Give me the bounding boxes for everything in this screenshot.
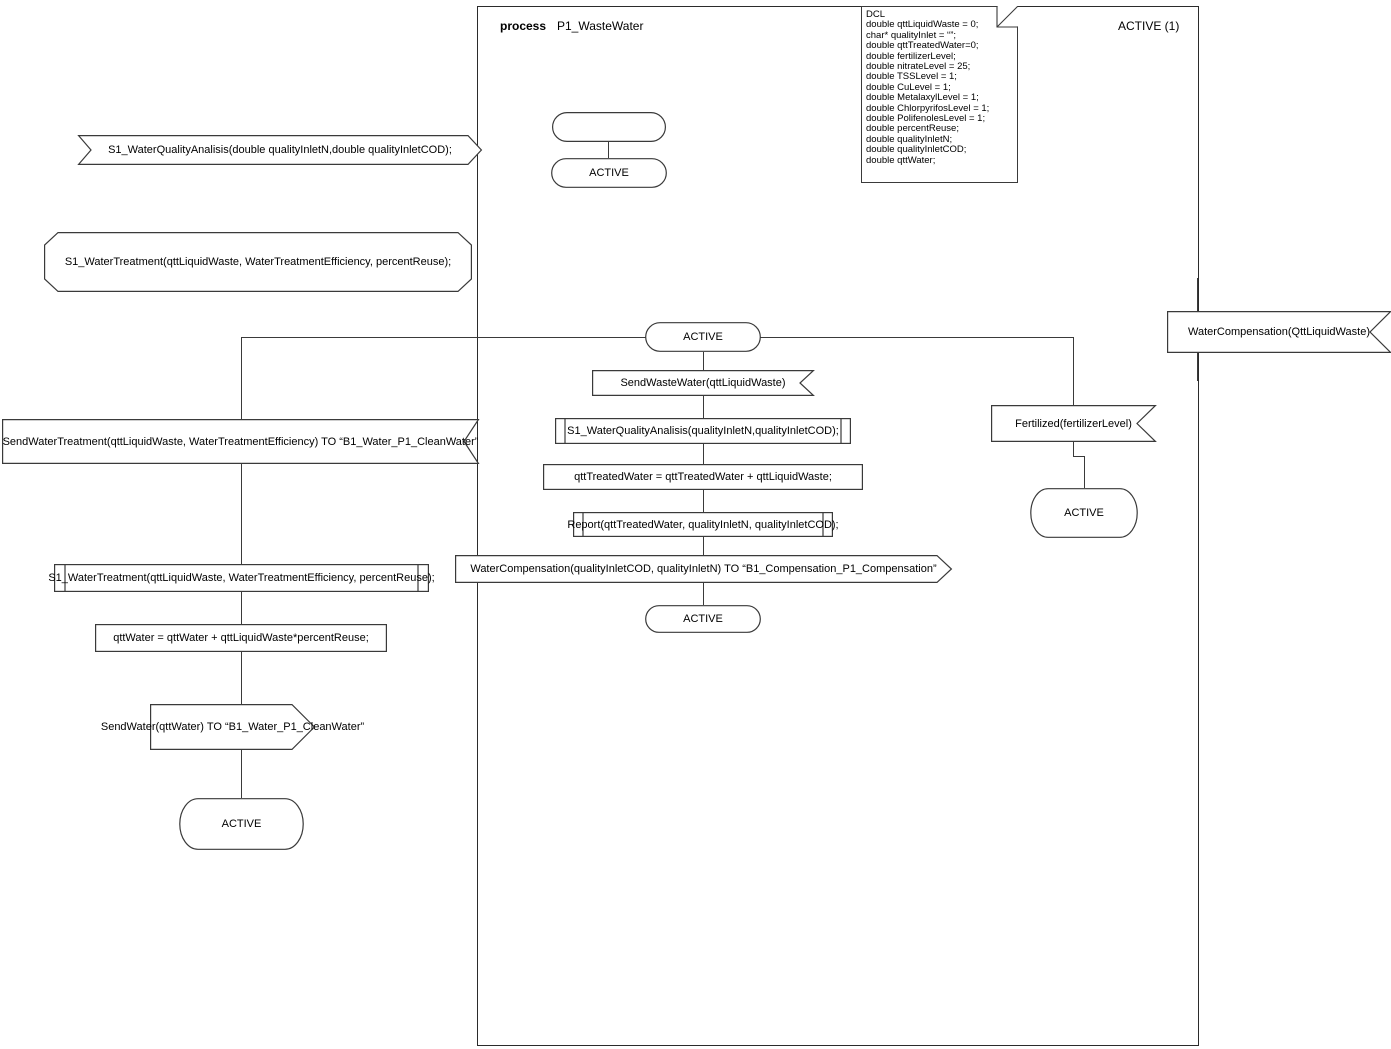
connector-task-to-report <box>703 490 704 512</box>
connector-sendwatertreatment-down <box>241 464 242 564</box>
output-send-water[interactable]: SendWater(qttWater) TO “B1_Water_P1_Clea… <box>101 704 364 750</box>
input-send-waste-water[interactable]: SendWasteWater(qttLiquidWaste) <box>592 370 815 396</box>
connector-task-water-to-output <box>241 652 242 704</box>
output-send-water-treatment[interactable]: SendWaterTreatment(qttLiquidWaste, Water… <box>2 419 480 464</box>
connector-state-center-left <box>241 337 646 338</box>
connector-call-to-task <box>703 444 704 464</box>
call-report[interactable]: Report(qttTreatedWater, qualityInletN, q… <box>567 512 839 537</box>
note-fold-icon <box>996 6 1018 28</box>
output-water-compensation[interactable]: WaterCompensation(qualityInletCOD, quali… <box>455 555 953 583</box>
state-center-bottom[interactable]: ACTIVE <box>645 605 761 633</box>
task-qtt-water[interactable]: qttWater = qttWater + qttLiquidWaste*per… <box>95 624 387 652</box>
connector-call-treatment-to-task <box>241 592 242 624</box>
call-water-treatment[interactable]: S1_WaterTreatment(qttLiquidWaste, WaterT… <box>48 564 435 592</box>
process-name: P1_WasteWater <box>557 19 644 33</box>
connector-report-to-output <box>703 537 704 555</box>
declaration-note: DCL double qttLiquidWaste = 0; char* qua… <box>861 6 1018 183</box>
declaration-note-text: DCL double qttLiquidWaste = 0; char* qua… <box>866 9 990 166</box>
connector-sendwater-to-state <box>241 750 242 798</box>
connector-fertilized-down-b <box>1084 456 1085 488</box>
call-water-quality-analisis[interactable]: S1_WaterQualityAnalisis(qualityInletN,qu… <box>555 418 851 444</box>
process-instances-label: ACTIVE (1) <box>1118 19 1180 33</box>
connector-state-center-right <box>760 337 1073 338</box>
connector-fertilized-jog <box>1073 456 1084 457</box>
state-left-bottom[interactable]: ACTIVE <box>179 798 304 850</box>
connector-state-center-down <box>703 352 704 370</box>
connector-fertilized-down-a <box>1073 442 1074 456</box>
connector-sendwastewater-to-call <box>703 396 704 418</box>
connector-watercompensation-above <box>1197 278 1198 311</box>
process-frame <box>477 6 1199 1046</box>
connector-watercompensation-below <box>1197 353 1198 381</box>
connector-left-spine-top <box>241 337 242 441</box>
connector-output-to-state-bottom <box>703 583 704 605</box>
state-initial[interactable]: ACTIVE <box>551 158 667 188</box>
connector-start-to-state <box>608 142 609 158</box>
state-center[interactable]: ACTIVE <box>645 322 761 352</box>
task-qtt-treated-water[interactable]: qttTreatedWater = qttTreatedWater + qttL… <box>543 464 863 490</box>
connector-right-spine-top <box>1073 337 1074 405</box>
input-water-compensation-right[interactable]: WaterCompensation(QttLiquidWaste) <box>1167 311 1391 353</box>
input-fertilized[interactable]: Fertilized(fertilizerLevel) <box>991 405 1157 442</box>
process-keyword: process <box>500 19 547 33</box>
start-symbol[interactable] <box>552 112 667 142</box>
state-right-bottom[interactable]: ACTIVE <box>1030 488 1138 538</box>
input-water-quality-analisis[interactable]: S1_WaterQualityAnalisis(double qualityIn… <box>77 135 483 165</box>
input-water-treatment[interactable]: S1_WaterTreatment(qttLiquidWaste, WaterT… <box>44 232 472 292</box>
